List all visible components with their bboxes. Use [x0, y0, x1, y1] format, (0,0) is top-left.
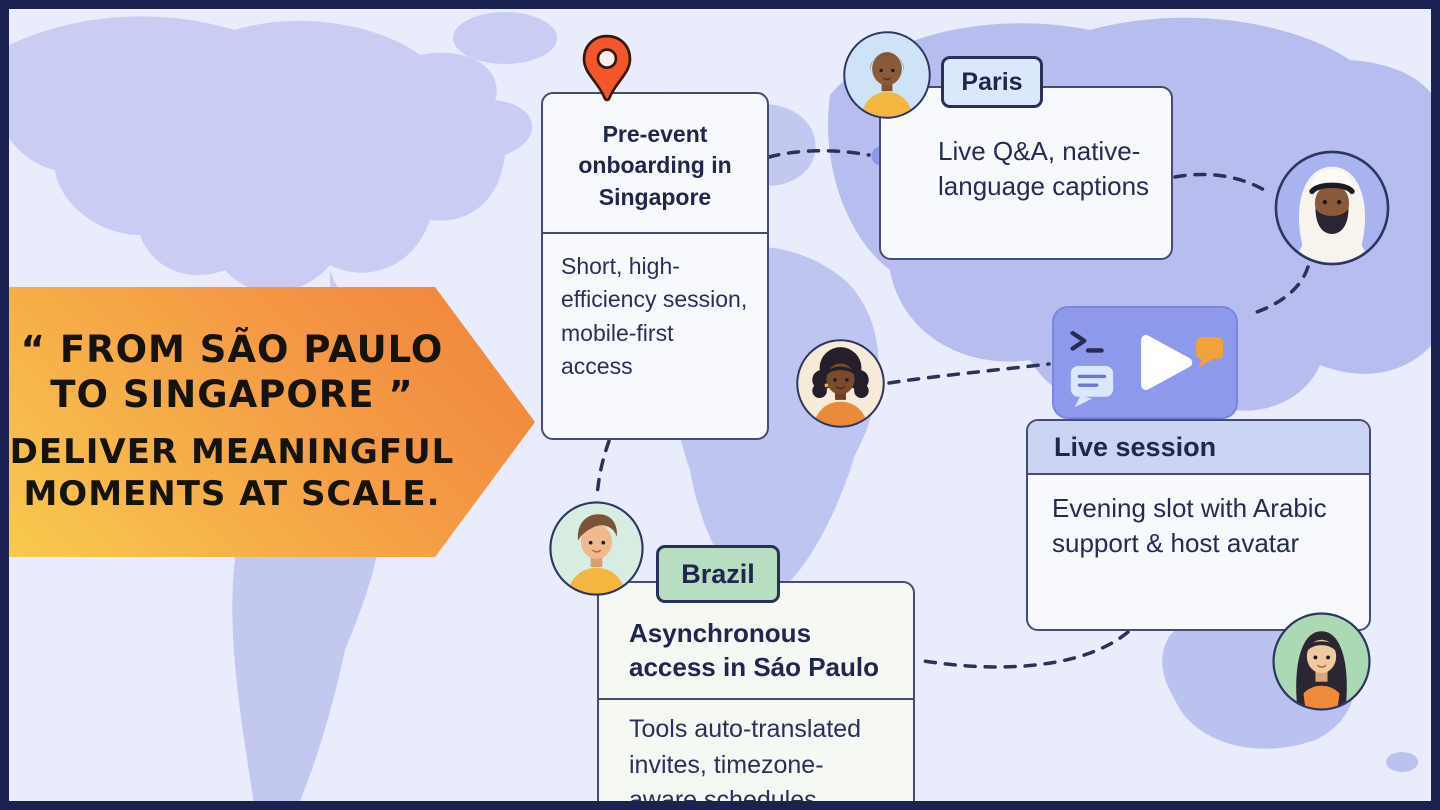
- location-pin-icon: [580, 33, 634, 105]
- paris-card: Live Q&A, native-language captions: [879, 86, 1173, 260]
- map-greenland: [453, 12, 557, 64]
- live-session-tools-card: [1052, 306, 1238, 419]
- brazil-card-title: Asynchronous access in Sáo Paulo: [599, 583, 913, 700]
- brazil-card: Asynchronous access in Sáo Paulo Tools a…: [597, 581, 915, 810]
- connector-singapore-brazil: [595, 439, 611, 498]
- chat-bubble-icon: [1070, 365, 1114, 408]
- brazil-attendee-avatar: [548, 500, 645, 597]
- tagline-line-2: MOMENTS AT SCALE.: [23, 474, 441, 515]
- african-attendee-avatar: [795, 338, 886, 429]
- live-session-card-body: Evening slot with Arabic support & host …: [1052, 493, 1327, 559]
- singapore-card: Pre-event onboarding in Singapore Short,…: [541, 92, 769, 440]
- connector-live-brazil: [916, 630, 1130, 669]
- quote-line-2: TO SINGAPORE ”: [50, 372, 414, 416]
- asian-attendee-avatar: [1271, 611, 1372, 712]
- message-bubble-icon: [1196, 336, 1224, 368]
- tagline-line-1: DELIVER MEANINGFUL: [9, 431, 455, 472]
- connector-paris-arab: [1173, 172, 1273, 196]
- brazil-badge: Brazil: [656, 545, 780, 603]
- paris-badge: Paris: [941, 56, 1043, 108]
- map-north-america: [0, 16, 532, 292]
- live-session-card: Live session Evening slot with Arabic su…: [1026, 419, 1371, 631]
- connector-arab-media: [1246, 265, 1310, 317]
- live-session-card-title: Live session: [1028, 421, 1369, 475]
- quote-text: “ FROM SÃO PAULO TO SINGAPORE ”: [21, 328, 444, 417]
- singapore-card-body: Short, high-efficiency session, mobile-f…: [561, 253, 748, 380]
- play-icon: [1141, 335, 1193, 390]
- quote-banner: “ FROM SÃO PAULO TO SINGAPORE ” DELIVER …: [9, 287, 535, 557]
- connector-singapore-paris: [767, 148, 871, 159]
- connector-african-media: [887, 362, 1051, 385]
- paris-attendee-avatar: [842, 30, 932, 120]
- quote-line-1: “ FROM SÃO PAULO: [20, 328, 444, 372]
- singapore-card-title: Pre-event onboarding in Singapore: [543, 94, 767, 234]
- terminal-prompt-icon: [1070, 330, 1104, 353]
- map-new-zealand: [1386, 752, 1418, 772]
- brazil-card-body: Tools auto-translated invites, timezone-…: [629, 715, 862, 810]
- tagline-text: DELIVER MEANINGFUL MOMENTS AT SCALE.: [10, 431, 455, 516]
- arab-attendee-avatar: [1273, 149, 1391, 267]
- paris-card-body: Live Q&A, native-language captions: [938, 136, 1150, 202]
